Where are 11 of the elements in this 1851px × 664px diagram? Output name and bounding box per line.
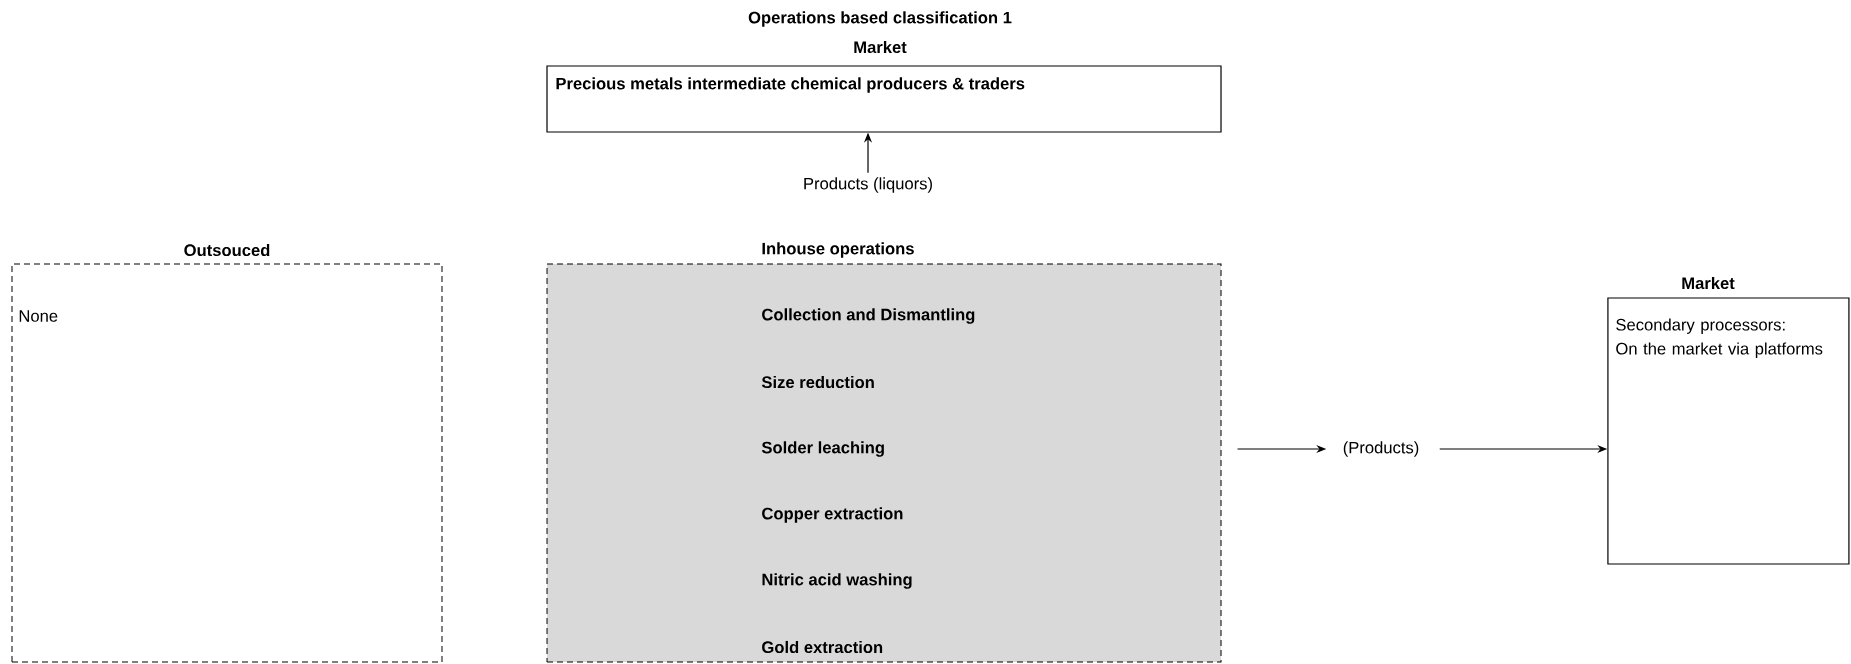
market-box: Market Precious metals intermediate chemical producers & traders [546,40,1222,133]
node-label: Market [854,40,907,54]
outsourced-box: Outsouced None [11,243,443,663]
flow-label: (Products) [1343,441,1419,457]
operations-box: Inhouse operations Collection and Dismantling Size reduction Solder leaching Copper extraction Nitric acid washing Gold extraction [546,242,1222,663]
flow-label: Products (liquors) [804,177,932,193]
node-label: Inhouse operations [762,242,914,258]
market-box: Market Secondary processors: On the market via platforms [1607,276,1850,565]
node-label: Market [1682,276,1735,290]
title: Operations based classification 1 [748,11,1012,27]
node-label: Outsouced [184,243,270,257]
